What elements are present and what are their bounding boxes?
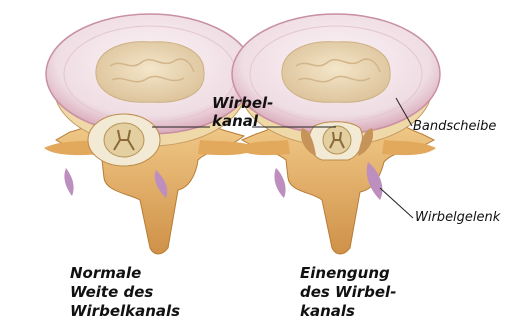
label-disc: Bandscheibe [413,120,496,133]
caption-right-line1: Einengung [300,266,390,281]
facet-joint-left [64,168,73,196]
caption-left-line3: Wirbelkanals [70,304,180,319]
stenosis-vertebra [232,14,440,254]
nucleus-pulposus [96,42,204,103]
leader-facet [380,188,413,218]
label-facet-joint: Wirbelgelenk [415,211,500,224]
facet-joint-left-2 [274,168,285,198]
label-canal-line1: Wirbel- [212,96,273,111]
caption-right-line2: des Wirbel- [300,285,396,300]
caption-right-line3: kanals [300,304,355,319]
caption-left-line1: Normale [70,266,141,281]
label-canal-line2: kanal [212,114,258,129]
caption-left-line2: Weite des [70,285,153,300]
normal-vertebra [44,14,258,254]
nucleus-pulposus-2 [282,42,390,103]
